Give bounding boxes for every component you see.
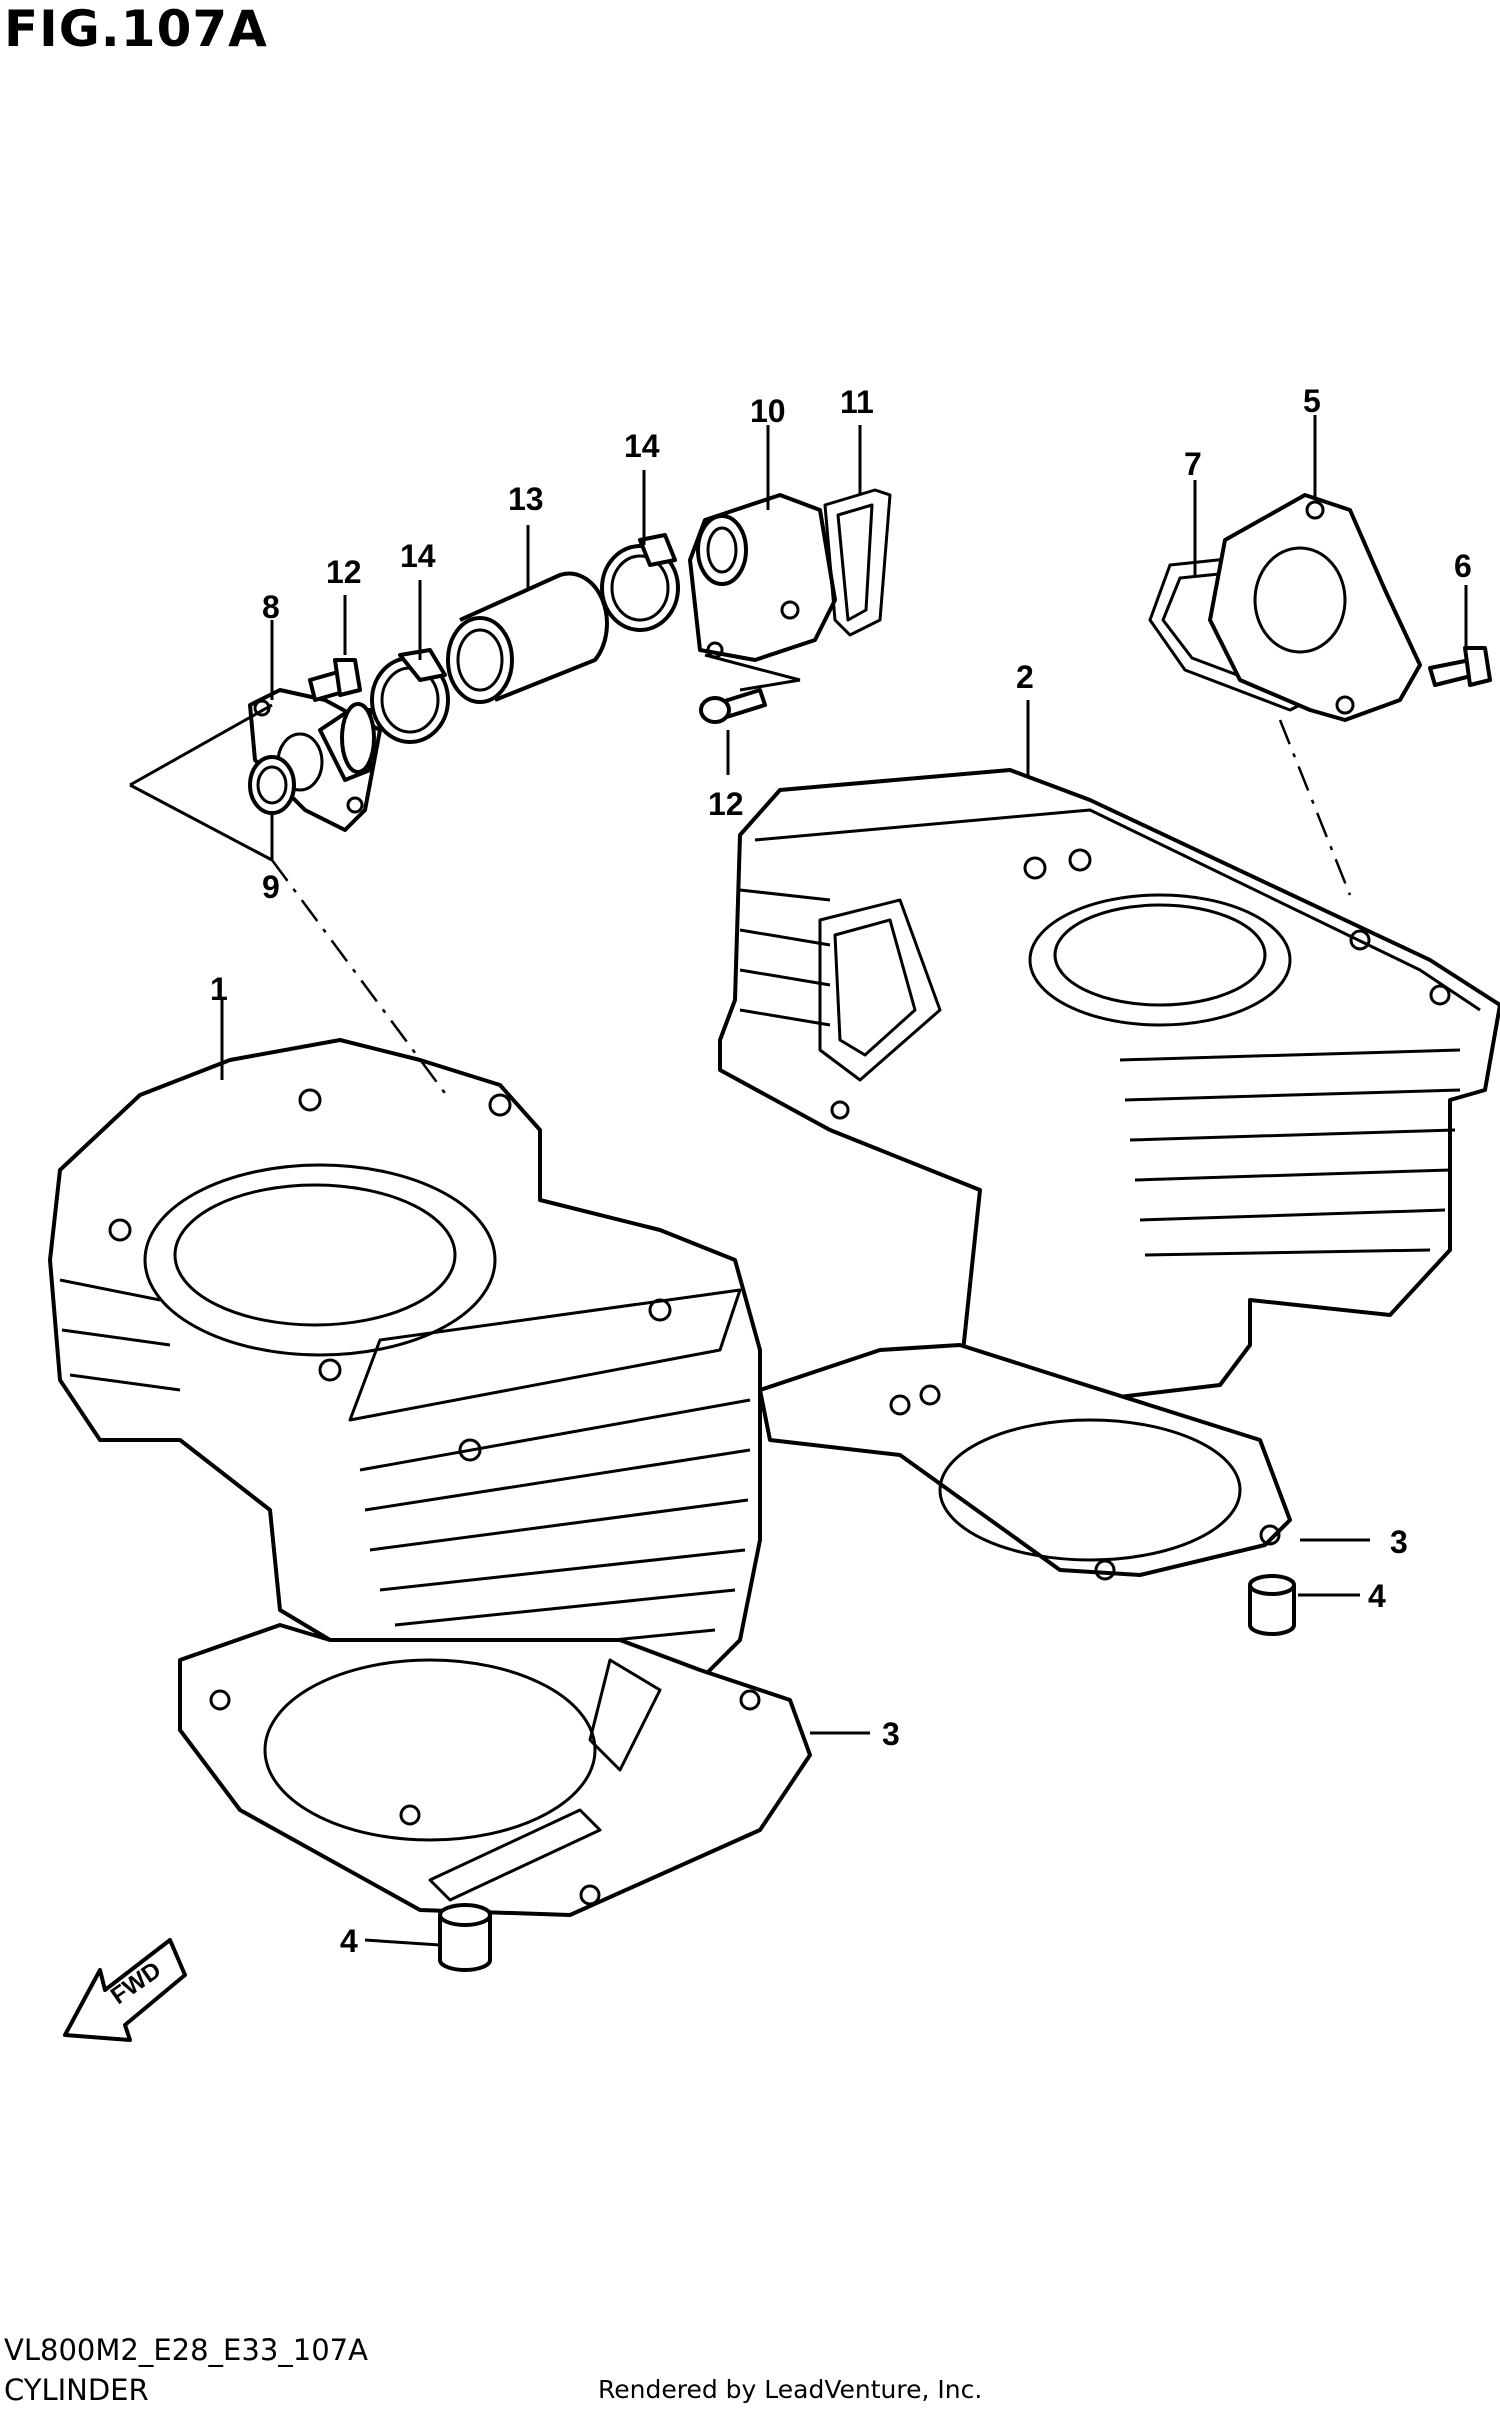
water-hose-part-13[interactable]	[446, 571, 609, 704]
rear-cylinder-part-2[interactable]	[718, 768, 1500, 1412]
callout-6: 6	[1454, 548, 1472, 584]
callout-12-center: 12	[708, 786, 744, 822]
callout-5: 5	[1303, 383, 1321, 419]
callout-2: 2	[1016, 659, 1034, 695]
hose-clamp-right-part-14[interactable]	[600, 533, 680, 632]
callout-7: 7	[1184, 446, 1202, 482]
callout-14-right: 14	[624, 428, 660, 464]
bolt-left-part-12[interactable]	[308, 658, 362, 702]
callout-9: 9	[262, 869, 280, 905]
diagram-model-code: VL800M2_E28_E33_107A	[4, 2333, 368, 2367]
o-ring-part-9[interactable]	[248, 755, 296, 815]
render-credit: Rendered by LeadVenture, Inc.	[598, 2375, 983, 2404]
leader-lines	[129, 415, 1468, 1947]
callout-4-upper: 4	[1368, 1578, 1386, 1614]
figure-title: FIG.107A	[4, 0, 268, 58]
callout-4-lower: 4	[340, 1923, 358, 1959]
front-cylinder-base-gasket-part-3[interactable]	[178, 1623, 812, 1917]
bolt-center-part-12[interactable]	[699, 688, 767, 724]
callout-3-upper: 3	[1390, 1524, 1408, 1560]
callout-8: 8	[262, 589, 280, 625]
callout-13: 13	[508, 481, 544, 517]
callout-11: 11	[840, 384, 874, 420]
callout-1: 1	[210, 971, 228, 1007]
callout-12-left: 12	[326, 554, 362, 590]
outlet-gasket-part-11[interactable]	[823, 488, 892, 637]
dowel-pin-lower-part-4[interactable]	[438, 1903, 492, 1972]
front-cylinder-part-1[interactable]	[48, 1038, 762, 1702]
callout-labels: 1 2 3 3 4 4 5 6 7 8 9 10 11 12 12 13 14 …	[210, 383, 1472, 1959]
hose-clamp-left-part-14[interactable]	[370, 648, 450, 744]
dowel-pin-upper-part-4[interactable]	[1248, 1574, 1296, 1636]
bolt-right-part-6[interactable]	[1428, 646, 1492, 687]
forward-direction-arrow	[63, 1938, 187, 2042]
outlet-pipe-part-8[interactable]	[248, 688, 382, 832]
rear-cylinder-base-gasket-part-3[interactable]	[758, 1343, 1292, 1581]
diagram-section-name: CYLINDER	[4, 2373, 149, 2407]
water-outlet-cover-part-5[interactable]	[1208, 493, 1422, 722]
callout-14-left: 14	[400, 538, 436, 574]
callout-3-lower: 3	[882, 1716, 900, 1752]
water-outlet-part-10[interactable]	[688, 493, 837, 662]
callout-10: 10	[750, 393, 786, 429]
